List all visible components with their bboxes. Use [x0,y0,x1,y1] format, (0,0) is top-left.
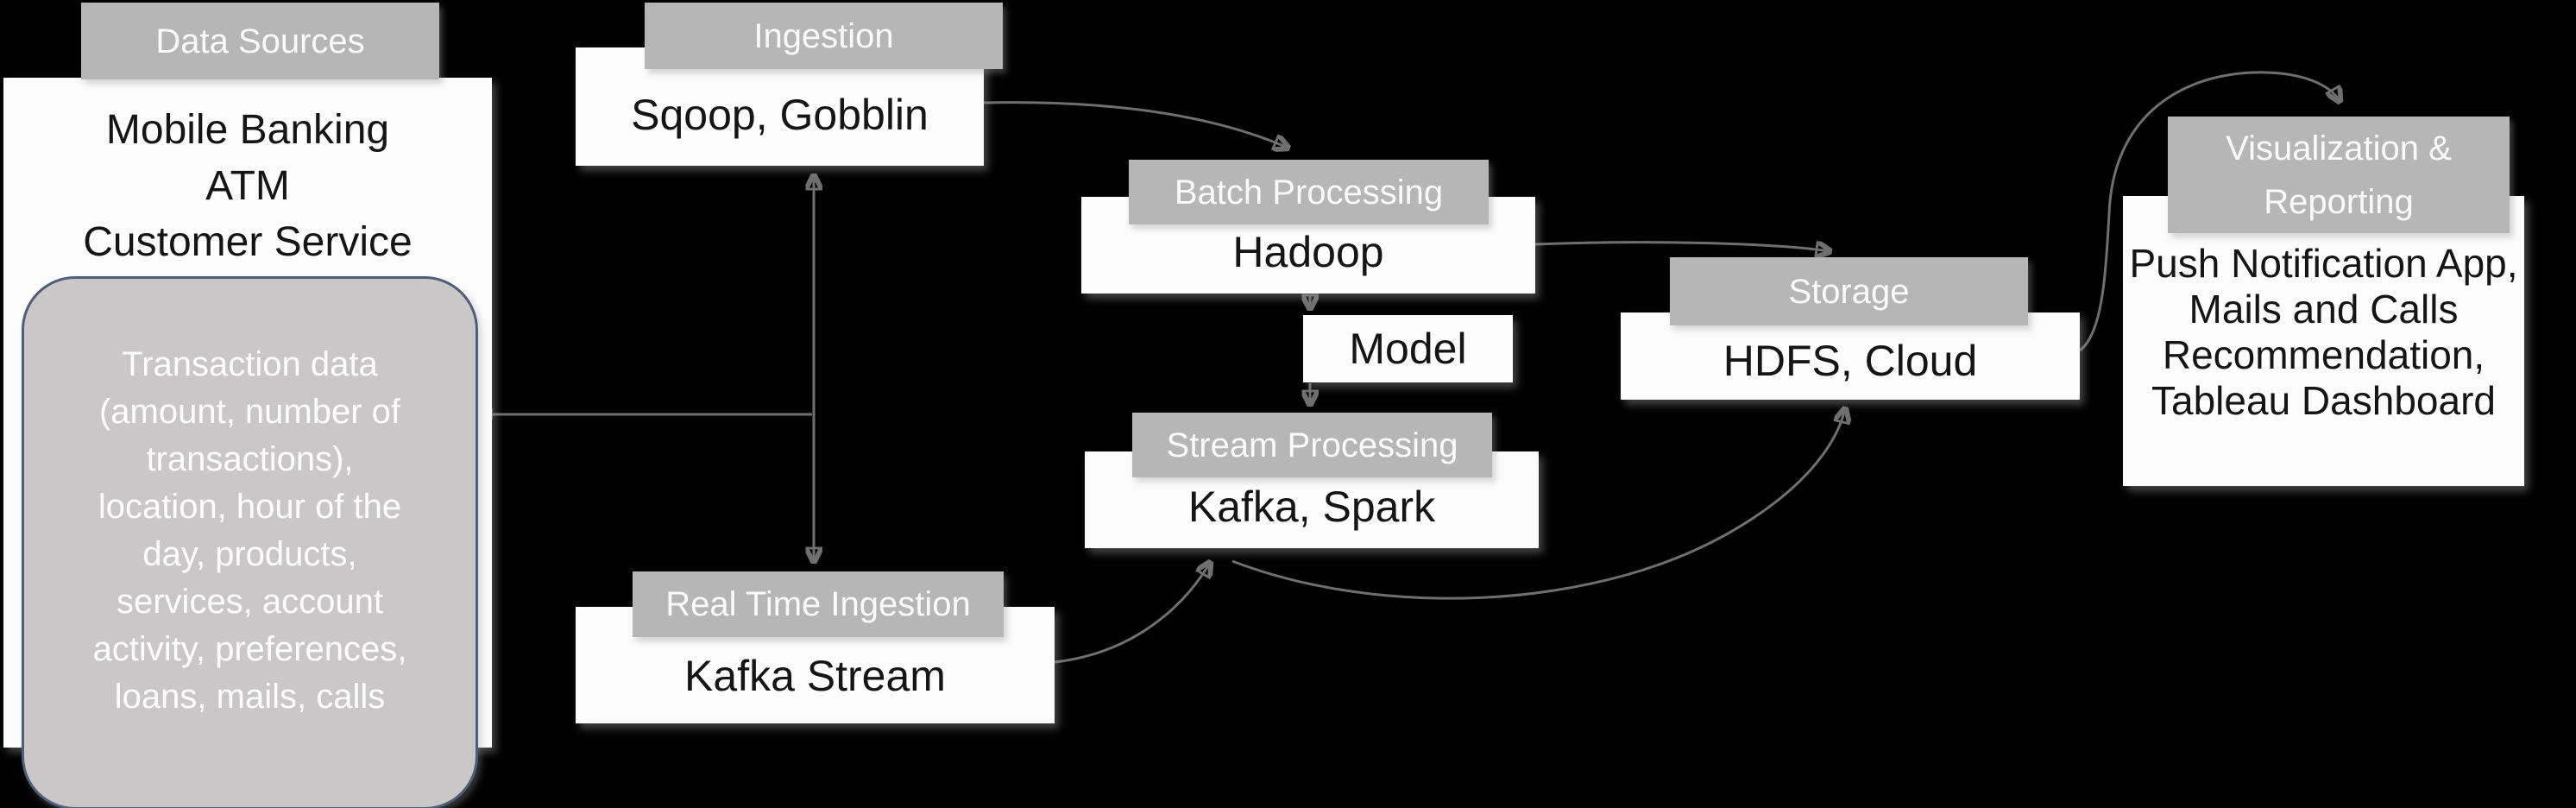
real-time-ingestion-header-label: Real Time Ingestion [665,585,971,623]
storage-box: HDFS, Cloud [1621,312,2080,400]
transaction-data-line: activity, preferences, [92,630,407,668]
transaction-data-line: transactions), [146,440,354,478]
transaction-data-line: Transaction data [122,345,378,383]
data-sources-item: Customer Service [83,219,413,265]
batch-processing-header-tab: Batch Processing [1129,160,1489,224]
transaction-data-line: location, hour of the [98,488,402,526]
connector-stream-to-storage [1231,409,1845,600]
real-time-ingestion-header-tab: Real Time Ingestion [633,571,1004,637]
visualization-output-line: Mails and Calls [2189,287,2459,331]
transaction-data-line: loans, mails, calls [114,678,386,716]
visualization-output-line: Push Notification App, [2129,241,2518,286]
transaction-data-line: day, products, [142,535,357,573]
model-label: Model [1349,325,1467,373]
real-time-ingestion-body-label: Kafka Stream [684,651,946,700]
stream-processing-body-label: Kafka, Spark [1187,483,1436,531]
connector-kafkastream-to-stream [1054,563,1210,664]
stream-processing-header-label: Stream Processing [1166,426,1458,464]
visualization-reporting-box: Push Notification App, Mails and Calls R… [2123,196,2524,486]
data-sources-header-tab: Data Sources [81,3,439,79]
transaction-data-text: Transaction data (amount, number of tran… [24,341,476,721]
ingestion-header-label: Ingestion [753,16,894,55]
storage-body-label: HDFS, Cloud [1723,336,1978,385]
visualization-output-line: Tableau Dashboard [2151,378,2496,423]
data-sources-list: Mobile Banking ATM Customer Service [3,102,492,270]
stream-processing-header-tab: Stream Processing [1132,413,1492,477]
visualization-header-line2: Reporting [2264,182,2414,221]
transaction-data-line: (amount, number of [98,393,401,431]
connector-ingestion-to-batch [983,101,1288,148]
ingestion-header-tab: Ingestion [645,3,1003,69]
batch-processing-body-label: Hadoop [1232,228,1384,276]
storage-header-label: Storage [1788,272,1910,311]
data-sources-header-label: Data Sources [155,22,365,60]
visualization-header-line1: Visualization & [2226,129,2452,167]
model-box: Model [1303,315,1513,382]
data-sources-item: Mobile Banking [105,107,390,153]
ingestion-body-label: Sqoop, Gobblin [631,90,929,139]
connector-hadoop-to-storage [1534,243,1830,251]
batch-processing-header-label: Batch Processing [1174,173,1444,211]
transaction-data-card: Transaction data (amount, number of tran… [22,276,478,808]
visualization-output-line: Recommendation, [2162,332,2485,377]
transaction-data-line: services, account [116,583,384,621]
connector-storage-to-visualization [2079,71,2340,352]
visualization-output-list: Push Notification App, Mails and Calls R… [2123,241,2524,424]
visualization-reporting-header-tab: Visualization & Reporting [2168,117,2510,233]
storage-header-tab: Storage [1670,257,2028,325]
data-sources-item: ATM [205,163,290,209]
